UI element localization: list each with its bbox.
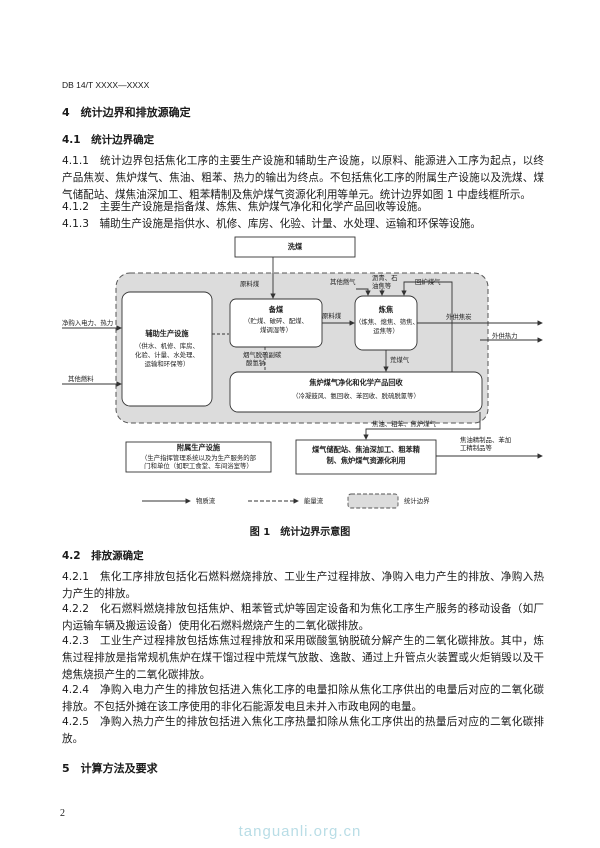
purification-desc: （冷凝鼓风、氨回收、苯回收、脱硫脱氰等） [292,392,420,400]
coal-prep-title: 备煤 [268,305,284,314]
coal-products-2: 工精制品等 [460,444,492,452]
purification-box [229,371,483,413]
raw-material-label: 原料煤 [322,312,342,320]
aux-desc-2: 化验、计量、水处理、 [135,351,199,359]
section-4-title: 4 统计边界和排放源确定 [62,106,191,119]
coal-prep-desc-1: （贮煤、破碎、配煤、 [244,317,308,325]
aux-box [121,291,213,407]
coking-desc-1: （炼焦、熄焦、筛焦、 [355,318,419,326]
other-fuel-label: 其他燃料 [68,375,94,383]
para-4-1-1: 4.1.1 统计边界包括焦化工序的主要生产设施和辅助生产设施，以原料、能源进入工… [62,155,544,201]
attached-desc-2: 门和单位（如职工食堂、车间浴室等） [144,462,253,470]
washing-label: 洗煤 [287,242,303,251]
out-coke-label: 外供焦炭 [446,313,472,321]
legend-boundary-label: 统计边界 [404,497,430,505]
para-4-2-1: 4.2.1 焦化工序排放包括化石燃料燃烧排放、工业生产过程排放、净购入电力产生的… [62,571,544,600]
attached-box [125,441,272,473]
asphalt-label-1: 沥青、石 [372,274,398,282]
asphalt-label-2: 油焦等 [372,282,392,290]
section-5-title: 5 计算方法及要求 [62,762,158,775]
para-4-1-2: 4.1.2 主要生产设施是指备煤、炼焦、焦炉煤气净化和化学产品回收等设施。 [62,201,428,213]
para-4-2-4: 4.2.4 净购入电力产生的排放包括进入焦化工序的电量扣除从焦化工序供出的电量后… [62,684,544,713]
para-4-1-3: 4.1.3 辅助生产设施是指供水、机修、库房、化验、计量、水处理、运输和环保等设… [62,218,481,230]
attached-title: 附属生产设施 [176,443,221,452]
doc-header-id: DB 14/T XXXX—XXXX [62,80,150,90]
aux-title: 辅助生产设施 [145,329,189,338]
aux-desc-3: 运输和环保等） [144,360,190,368]
flue-gas-label-2: 酸氢钠 [246,359,266,367]
section-4-2-title: 4.2 排放源确定 [62,550,144,562]
page-number: 2 [60,808,65,819]
para-4-2-2: 4.2.2 化石燃料燃烧排放包括焦炉、粗苯管式炉等固定设备和为焦化工序生产服务的… [62,603,544,632]
attached-desc-1: （生产指挥管理系统以及为生产服务的部 [140,454,257,462]
raw-gas-label: 荒煤气 [390,356,410,364]
aux-desc-1: （供水、机修、库房、 [135,342,199,350]
figure-caption: 图 1 统计边界示意图 [249,527,351,538]
purification-title: 焦炉煤气净化和化学产品回收 [309,378,403,387]
in-elec-label: 净购入电力、热力 [62,319,114,327]
watermark: tanguanli.org.cn [238,823,362,840]
para-4-2-5: 4.2.5 净购入热力产生的排放包括进入焦化工序热量扣除从焦化工序供出的热量后对… [62,716,544,745]
legend-energy-label: 能量流 [304,497,324,505]
washing-box [234,236,356,258]
coking-desc-2: 运焦等） [373,327,399,335]
downstream-2: 制、焦炉煤气资源化利用 [326,456,406,465]
flue-gas-label-1: 烟气脱硫副碳 [243,351,282,359]
coal-products-1: 焦油精制品、苯加 [460,436,512,444]
section-4-1-title: 4.1 统计边界确定 [62,134,155,146]
other-gas-label: 其他燃气 [330,278,356,286]
raw-coal-label: 原料煤 [240,280,260,288]
legend-material-label: 物质流 [196,497,216,505]
products-label: 焦油、粗苯、焦炉煤气 [372,420,436,428]
downstream-box [295,439,437,475]
return-gas-label: 回炉煤气 [415,278,441,286]
para-4-2-3: 4.2.3 工业生产过程排放包括炼焦过程排放和采用碳酸氢钠脱硫分解产生的二氧化碳… [62,635,544,681]
diagram-lines [62,236,543,509]
boundary-diagram: 洗煤 原料煤 备煤 （贮煤、破碎、配煤、 煤调湿等） 炼焦 （炼焦、熄焦、筛焦、… [60,234,544,514]
downstream-1: 煤气储配站、焦油深加工、粗苯精 [312,445,420,454]
coal-prep-desc-2: 煤调湿等） [260,326,292,334]
coking-title: 炼焦 [378,305,394,314]
out-heat-label: 外供热力 [492,332,518,340]
